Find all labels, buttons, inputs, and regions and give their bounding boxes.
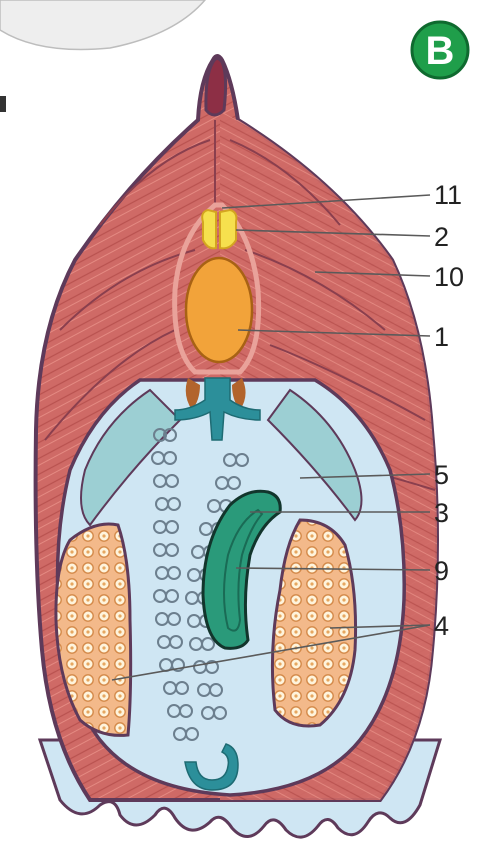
nerve-cord-right-lobe <box>220 210 236 248</box>
adjacent-panel-shape <box>0 0 205 50</box>
panel-letter: B <box>426 29 455 73</box>
callout-label-1: 1 <box>434 322 449 352</box>
nerve-cord <box>202 210 236 248</box>
callout-label-11: 11 <box>434 180 462 210</box>
left-edge-mark <box>0 96 6 112</box>
notochord <box>186 258 252 362</box>
callout-label-2: 2 <box>434 222 449 252</box>
callout-label-10: 10 <box>434 262 464 292</box>
callout-label-9: 9 <box>434 556 449 586</box>
nerve-cord-left-lobe <box>202 210 216 248</box>
callout-label-3: 3 <box>434 498 449 528</box>
callout-label-4: 4 <box>434 611 449 641</box>
callout-label-5: 5 <box>434 460 449 490</box>
panel-badge: B <box>412 22 468 78</box>
callout-labels: 11 2 10 1 5 3 9 4 <box>434 180 464 641</box>
